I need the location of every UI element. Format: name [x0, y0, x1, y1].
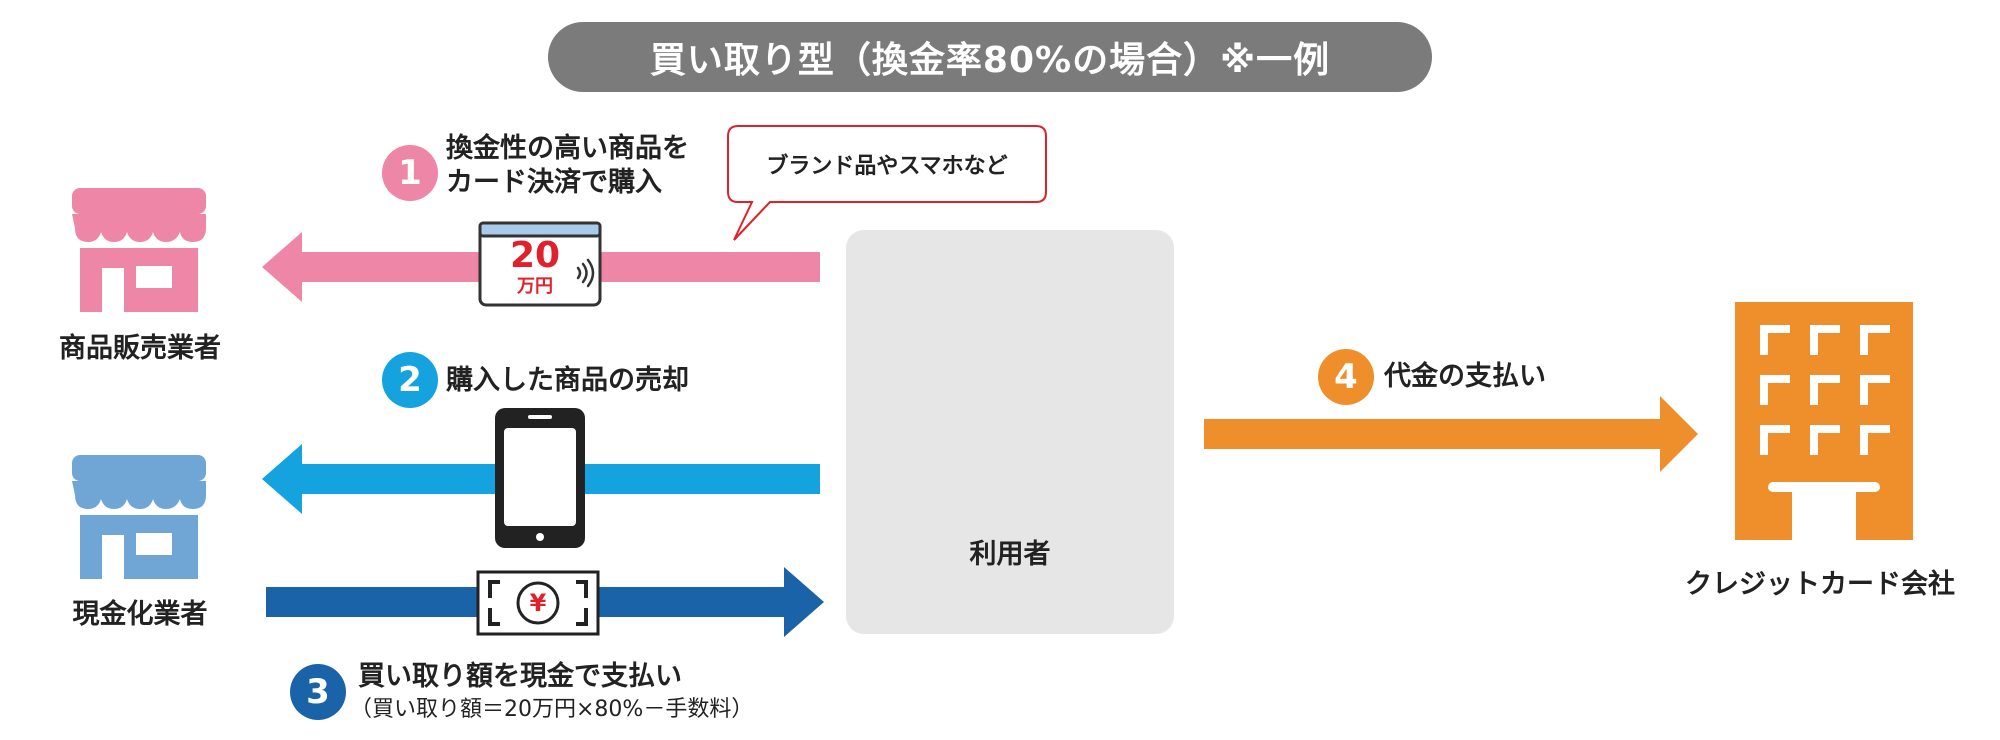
user-panel: [846, 230, 1174, 634]
step-2-text: 購入した商品の売却: [446, 365, 689, 396]
step-3-subtext: （買い取り額＝20万円×80%－手数料）: [350, 697, 754, 722]
step-1-line-1: 換金性の高い商品を: [446, 133, 689, 164]
step-3-text: 買い取り額を現金で支払い: [358, 661, 682, 692]
card-company-label: クレジットカード会社: [1685, 569, 1955, 600]
credit-card-icon: [478, 221, 602, 307]
step-1-line-2: カード決済で購入: [446, 167, 662, 198]
banknote-icon: [476, 570, 600, 636]
yen-symbol: ¥: [529, 589, 547, 617]
step-1-badge: 1: [382, 145, 438, 201]
smartphone-icon: [495, 408, 585, 548]
card-amount-unit: 万円: [517, 276, 553, 297]
diagram-title: 買い取り型（換金率80%の場合）※一例: [548, 22, 1432, 92]
office-building-icon: [1735, 302, 1913, 540]
step-2-badge: 2: [382, 352, 438, 408]
card-amount: 20: [509, 235, 561, 276]
arrow-step4: [1204, 396, 1698, 472]
step-1-text: 換金性の高い商品を カード決済で購入: [446, 132, 689, 200]
step-4-text: 代金の支払い: [1384, 361, 1546, 392]
cash-dealer-label: 現金化業者: [72, 599, 208, 630]
merchant-store-icon: [72, 188, 206, 312]
contactless-icon: [576, 258, 595, 288]
speech-bubble-text: ブランド品やスマホなど: [766, 154, 1008, 179]
merchant-label: 商品販売業者: [59, 333, 221, 364]
cash-dealer-store-icon: [72, 455, 206, 579]
speech-bubble: [727, 125, 1047, 241]
step-4-badge: 4: [1318, 349, 1374, 405]
user-label: 利用者: [969, 539, 1051, 570]
step-3-badge: 3: [290, 664, 346, 720]
